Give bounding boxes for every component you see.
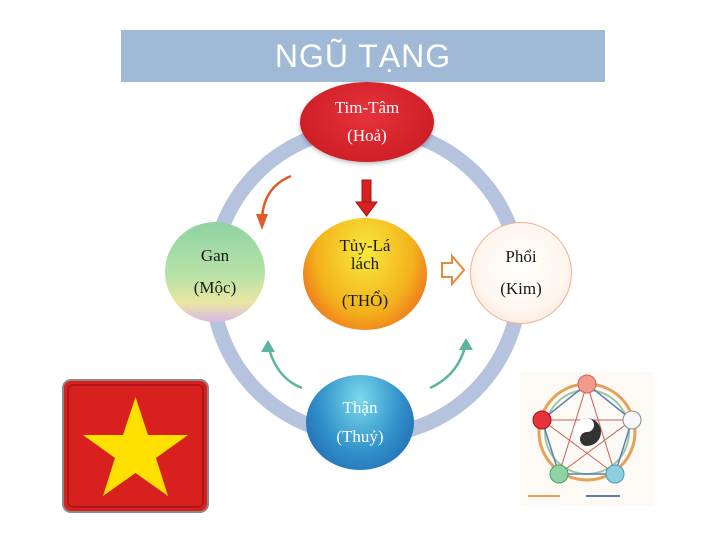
down-arrow-head <box>355 201 378 217</box>
metal-lung-node: Phổi (Kim) <box>470 222 572 324</box>
earth-node-element: (THỔ) <box>341 290 389 310</box>
earth-spleen-node: Tủy-Lá lách (THỔ) <box>303 218 427 330</box>
earth-node-label-cont: lách <box>350 254 380 274</box>
arrowhead-lower-left <box>261 340 275 352</box>
five-elements-cycle-icon <box>520 372 654 506</box>
earth-node-label: Tủy-Lá <box>339 236 391 256</box>
vietnam-flag-icon <box>62 379 209 513</box>
arrowhead-lower-right <box>459 338 473 350</box>
fire-node-element: (Hoả) <box>347 126 387 145</box>
water-node-element: (Thuỷ) <box>336 426 384 446</box>
arrowhead-upper-left <box>256 214 268 230</box>
title-banner: NGŨ TẠNG <box>121 30 605 82</box>
down-arrow-shaft <box>361 179 372 205</box>
fire-heart-node: Tim-Tâm (Hoả) <box>300 82 434 162</box>
wood-liver-node: Gan (Mộc) <box>165 222 265 322</box>
page-title: NGŨ TẠNG <box>274 37 452 74</box>
metal-node-element: (Kim) <box>500 279 542 298</box>
wood-node-label: Gan <box>200 245 230 265</box>
metal-node-label: Phổi <box>505 246 537 266</box>
water-node-label: Thận <box>342 398 378 418</box>
right-arrow-outline <box>441 253 466 287</box>
wood-node-element: (Mộc) <box>193 278 237 297</box>
fire-node-label: Tim-Tâm <box>334 97 400 117</box>
water-kidney-node: Thận (Thuỷ) <box>306 375 414 470</box>
